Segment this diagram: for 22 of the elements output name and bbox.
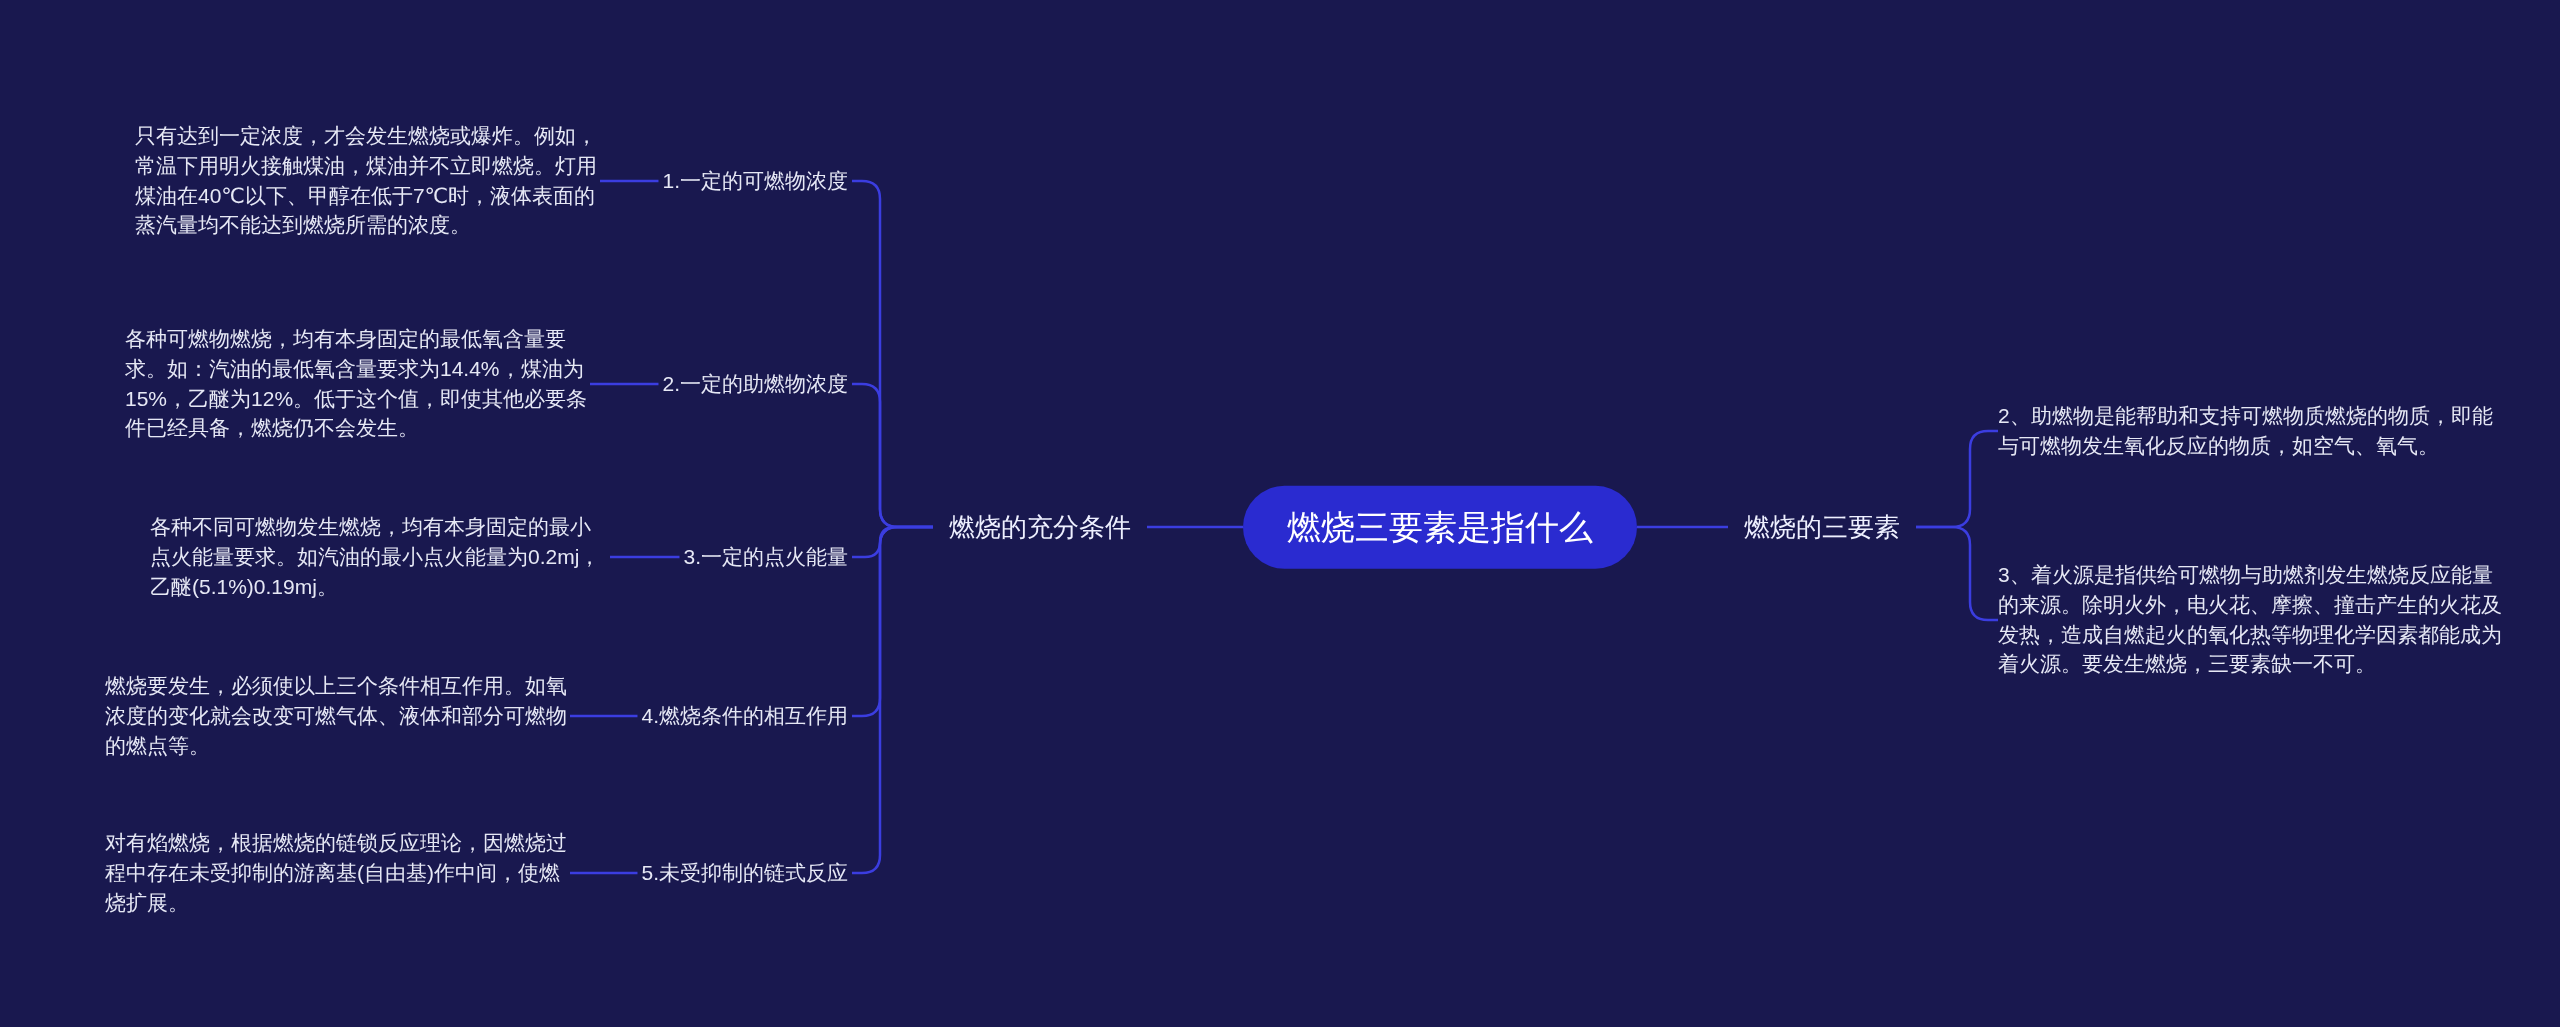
connector-line (1637, 525, 1728, 529)
detail-text: 2、助燃物是能帮助和支持可燃物质燃烧的物质，即能与可燃物发生氧化反应的物质，如空气、氧气。 (1998, 401, 2503, 461)
connector-line (570, 871, 638, 875)
root-topic-pill: 燃烧三要素是指什么 (1243, 485, 1637, 569)
connector-line (590, 382, 659, 386)
detail-text: 各种不同可燃物发生燃烧，均有本身固定的最小点火能量要求。如汽油的最小点火能量为0.2mj，乙醚(5.1%)0.19mj。 (150, 512, 610, 602)
subtopic-label: 2.一定的助燃物浓度 (658, 366, 852, 402)
detail-text: 3、着火源是指供给可燃物与助燃剂发生燃烧反应能量的来源。除明火外，电火花、摩擦、撞击产生的火花及发热，造成自燃起火的氧化热等物理化学因素都能成为着火源。要发生燃烧，三要素缺一不可。 (1998, 560, 2503, 680)
subtopic-label: 4.燃烧条件的相互作用 (637, 698, 852, 734)
detail-text: 各种可燃物燃烧，均有本身固定的最低氧含量要求。如：汽油的最低氧含量要求为14.4%，煤油为15%，乙醚为12%。低于这个值，即使其他必要条件已经具备，燃烧仍不会发生。 (125, 324, 590, 444)
connector-line (570, 714, 638, 718)
connector-line (600, 179, 659, 183)
connector-line (610, 555, 680, 559)
detail-text: 燃烧要发生，必须使以上三个条件相互作用。如氧浓度的变化就会改变可燃气体、液体和部分可燃物的燃点等。 (105, 671, 570, 761)
branch-topic: 燃烧的充分条件 (933, 502, 1147, 552)
subtopic-label: 1.一定的可燃物浓度 (658, 163, 852, 199)
subtopic-label: 5.未受抑制的链式反应 (637, 855, 852, 891)
branch-topic: 燃烧的三要素 (1728, 502, 1916, 552)
connector-line (1147, 525, 1243, 529)
detail-text: 只有达到一定浓度，才会发生燃烧或爆炸。例如，常温下用明火接触煤油，煤油并不立即燃烧。灯用煤油在40℃以下、甲醇在低于7℃时，液体表面的蒸汽量均不能达到燃烧所需的浓度。 (135, 121, 600, 241)
subtopic-label: 3.一定的点火能量 (679, 539, 852, 575)
detail-text: 对有焰燃烧，根据燃烧的链锁反应理论，因燃烧过程中存在未受抑制的游离基(自由基)作中间，使燃烧扩展。 (105, 828, 570, 918)
